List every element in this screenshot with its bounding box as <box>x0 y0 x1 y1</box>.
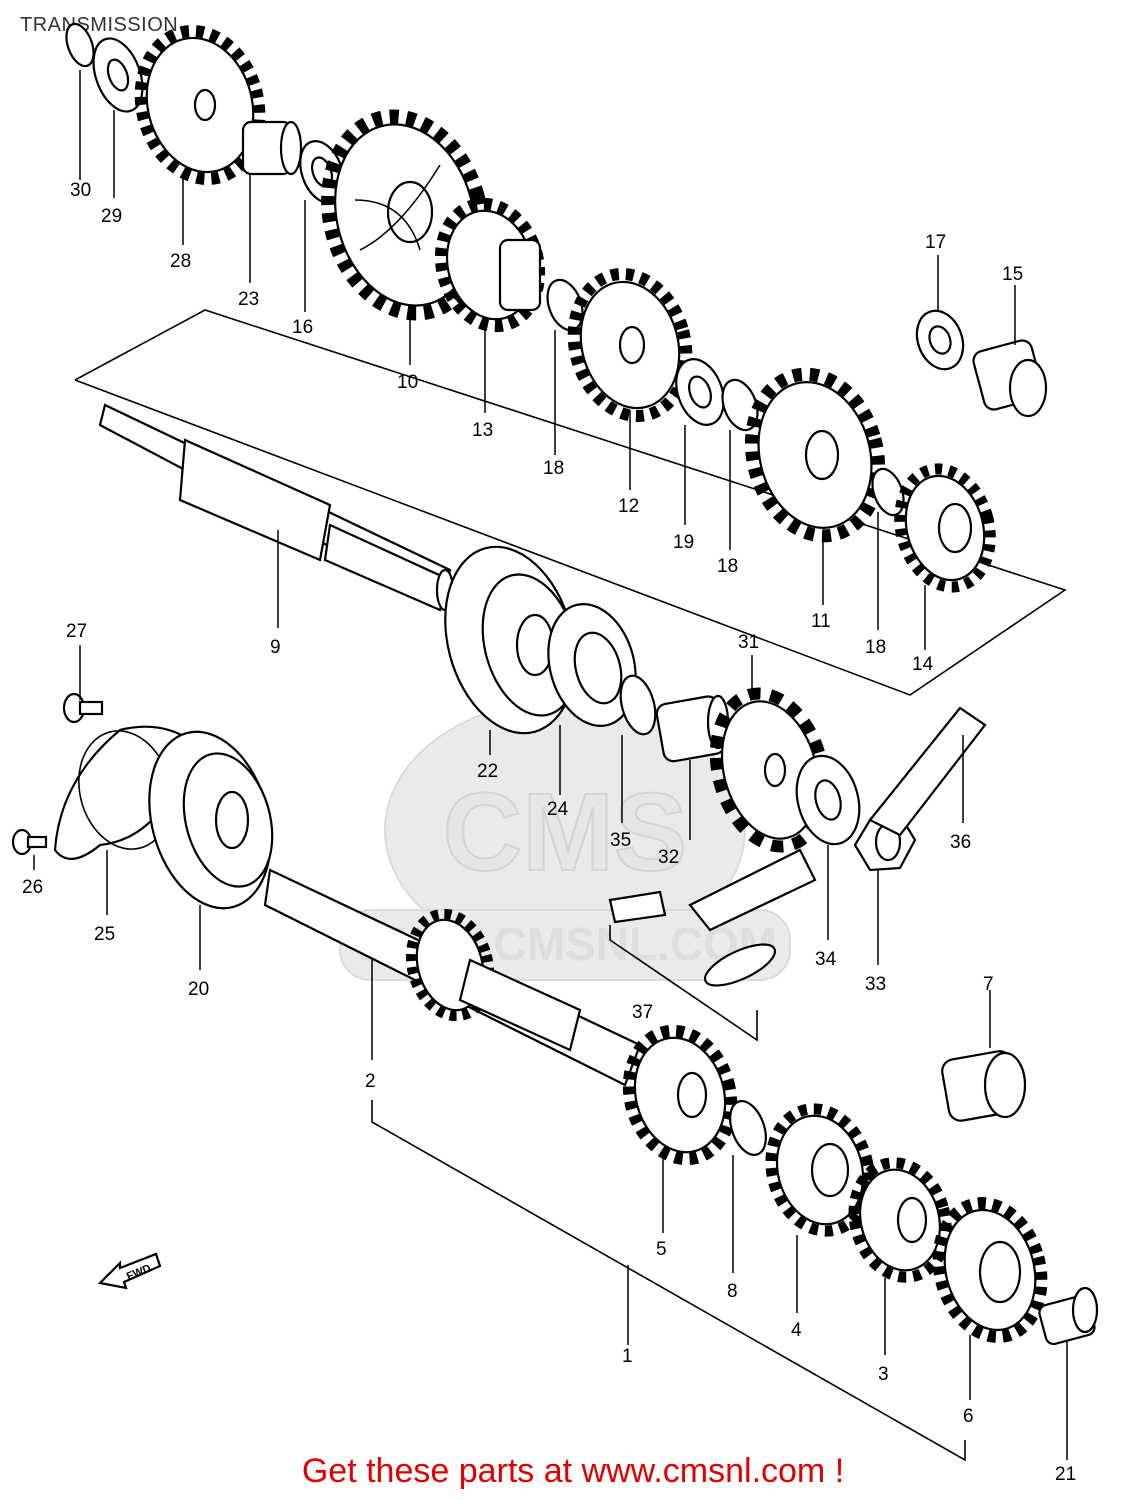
part-27-bolt[interactable] <box>62 692 104 724</box>
part-5-gear[interactable] <box>615 1019 745 1170</box>
part-37-chain-joint[interactable] <box>608 890 780 994</box>
part-20-bearing[interactable] <box>131 718 290 922</box>
part-10-gear[interactable] <box>307 99 504 331</box>
callout-34: 34 <box>815 949 837 970</box>
callout-14: 14 <box>912 654 934 675</box>
part-34-lock-washer[interactable] <box>787 749 868 851</box>
callout-12: 12 <box>618 496 639 517</box>
countershaft-group-frame <box>74 309 1067 696</box>
callout-35: 35 <box>610 830 631 851</box>
callout-27: 27 <box>66 621 87 642</box>
callout-1: 1 <box>622 1346 633 1367</box>
part-35-o-ring[interactable] <box>615 672 661 738</box>
callout-26: 26 <box>22 877 43 898</box>
callout-18-upper: 18 <box>543 458 564 479</box>
part-19-splined-washer[interactable] <box>668 353 733 432</box>
part-13-gear[interactable] <box>428 193 553 338</box>
callout-16: 16 <box>292 317 313 338</box>
part-11-gear[interactable] <box>734 360 896 551</box>
callout-22: 22 <box>477 761 498 782</box>
callout-30: 30 <box>70 180 91 201</box>
callout-5: 5 <box>656 1239 667 1260</box>
diagram-title: TRANSMISSION <box>20 14 179 36</box>
leader-lines <box>33 70 1068 1460</box>
callout-37: 37 <box>632 1002 653 1023</box>
part-21-bushing[interactable] <box>1038 1286 1099 1346</box>
callout-13: 13 <box>472 420 493 441</box>
callout-11: 11 <box>811 611 831 632</box>
part-23-bushing[interactable] <box>241 120 303 176</box>
callout-36: 36 <box>950 832 971 853</box>
callout-25: 25 <box>94 924 115 945</box>
callout-31: 31 <box>738 632 759 653</box>
part-4-gear[interactable] <box>758 1098 883 1243</box>
callout-32: 32 <box>658 847 679 868</box>
watermark-logo-text: CMS <box>443 771 687 894</box>
mainshaft-group-bracket <box>371 1100 966 1462</box>
callout-23: 23 <box>238 289 259 310</box>
part-14-gear[interactable] <box>887 459 1003 598</box>
part-32-spacer[interactable] <box>655 694 730 763</box>
part-3-gear[interactable] <box>842 1152 959 1287</box>
part-12-gear[interactable] <box>558 261 702 429</box>
part-7-bushing[interactable] <box>940 1049 1027 1122</box>
callout-10: 10 <box>397 372 418 393</box>
fwd-arrow-icon: FWD <box>97 1252 162 1290</box>
callout-9: 9 <box>270 637 281 658</box>
callout-28: 28 <box>170 251 191 272</box>
callout-18-mid: 18 <box>717 556 738 577</box>
part-callouts: 30 29 28 23 16 10 13 18 12 19 18 11 18 1… <box>22 180 1076 1485</box>
callout-8: 8 <box>727 1281 738 1302</box>
callout-18-right: 18 <box>865 637 886 658</box>
part-30-circlip[interactable] <box>61 20 99 70</box>
callout-4: 4 <box>791 1320 802 1341</box>
part-28-gear[interactable] <box>125 18 276 193</box>
part-2-mainshaft[interactable] <box>263 868 642 1087</box>
callout-15: 15 <box>1002 264 1023 285</box>
callout-7: 7 <box>983 974 994 995</box>
callout-6: 6 <box>963 1406 974 1427</box>
part-29-washer[interactable] <box>84 32 151 118</box>
part-8-circlip[interactable] <box>723 1096 772 1160</box>
part-17-splined-washer[interactable] <box>909 304 971 375</box>
callout-19: 19 <box>673 532 694 553</box>
part-15-bushing[interactable] <box>971 338 1048 418</box>
callout-29: 29 <box>101 206 122 227</box>
part-6-gear[interactable] <box>924 1191 1056 1348</box>
footer-link-text[interactable]: Get these parts at www.cmsnl.com ! <box>301 1452 845 1490</box>
part-26-screw[interactable] <box>11 828 48 856</box>
part-24-oil-seal[interactable] <box>535 594 648 736</box>
callout-2: 2 <box>365 1071 376 1092</box>
part-9-countershaft[interactable] <box>98 403 455 612</box>
callout-17: 17 <box>925 232 946 253</box>
callout-21: 21 <box>1055 1464 1076 1485</box>
callout-20: 20 <box>188 979 209 1000</box>
callout-3: 3 <box>878 1364 889 1385</box>
callout-33: 33 <box>865 974 886 995</box>
callout-24: 24 <box>547 799 569 820</box>
part-36-drive-chain[interactable] <box>688 706 987 932</box>
